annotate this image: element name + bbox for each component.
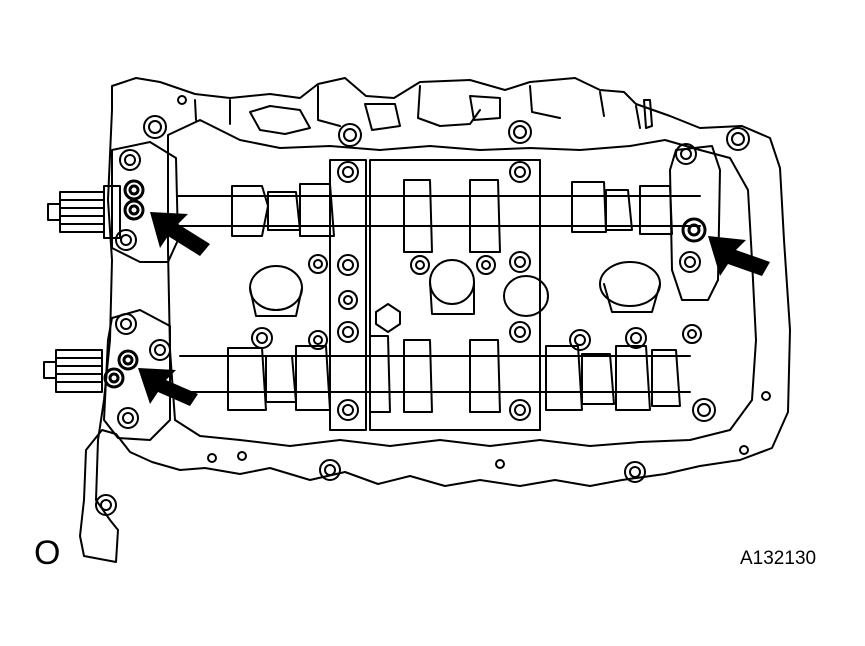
figure-id-label: A132130 [740, 548, 817, 569]
top-ridge-3 [364, 103, 401, 131]
head-inner-rim [167, 119, 757, 447]
left-flange-upper [111, 141, 179, 263]
camshaft-lower [43, 345, 691, 411]
top-ridge-1 [194, 85, 641, 129]
right-flange [669, 145, 721, 301]
camshaft-upper [47, 181, 701, 239]
callout-arrow-right [708, 236, 770, 276]
top-ridge-2 [249, 105, 311, 135]
ring-symbol-label: O [34, 534, 61, 572]
cap-5 [369, 335, 391, 413]
top-stub [643, 99, 653, 129]
cap-2 [469, 179, 501, 253]
callout-arrow-upper-left [150, 212, 210, 256]
plug-tube-3 [503, 275, 549, 317]
cam-bridge-right [505, 159, 541, 431]
cam-bridge-left [329, 159, 367, 431]
cap-4 [469, 339, 501, 413]
center-hex-nut [375, 303, 401, 333]
callout-arrow-lower-left [138, 368, 198, 406]
plug-tube-1 [249, 265, 303, 311]
plug-tube-walls [249, 281, 661, 317]
plug-tube-2 [429, 259, 475, 305]
top-ridge-4 [469, 95, 501, 121]
left-flange-lower [103, 309, 171, 441]
cap-3 [403, 339, 433, 413]
bolts [95, 95, 771, 516]
cam-bridge-mid [369, 159, 541, 431]
oil-ports [103, 179, 707, 389]
cap-1 [403, 179, 433, 253]
